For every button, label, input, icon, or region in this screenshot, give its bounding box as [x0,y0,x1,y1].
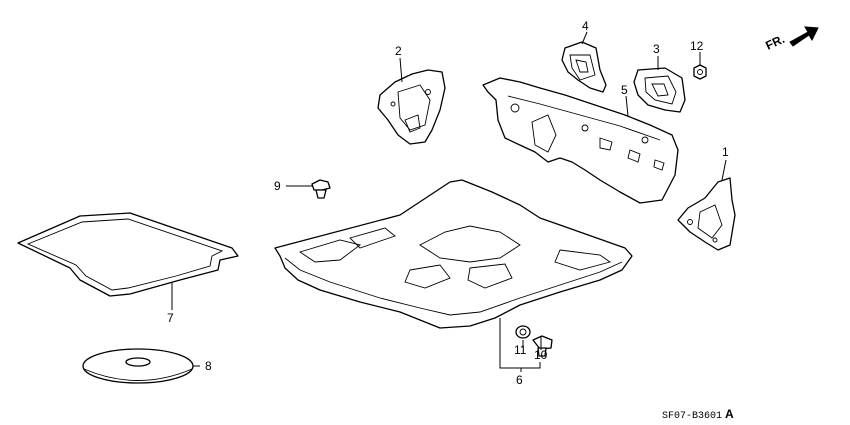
callout-6: 6 [516,373,523,387]
leader-lines [171,31,727,372]
floor-carpet [274,179,633,329]
clip-nut-12 [693,64,707,80]
callout-numbers: 1 2 3 4 5 6 7 8 9 10 11 12 [167,19,729,387]
callout-8: 8 [205,359,212,373]
dashboard-insulator [482,77,679,204]
fastener-10 [532,335,553,357]
diagram-revision: A [725,407,734,421]
callout-10: 10 [534,348,548,362]
callout-2: 2 [395,44,402,58]
insulator-piece-4 [561,41,607,93]
front-direction-arrow: FR. [763,26,819,53]
floor-mat-7 [17,212,239,297]
callout-4: 4 [582,19,589,33]
callout-3: 3 [653,42,660,56]
callout-12: 12 [690,39,704,53]
arrow-icon [789,26,819,47]
callout-1: 1 [722,145,729,159]
bracket-panel-2 [377,69,446,145]
callout-11: 11 [514,343,527,357]
side-bracket-1 [677,177,736,251]
callout-9: 9 [274,179,281,193]
direction-label: FR. [763,32,786,53]
clip-9 [311,179,331,199]
diagram-code-label: SF07-B3601 A [662,407,734,422]
insulator-piece-3 [633,67,686,113]
callout-7: 7 [167,311,174,325]
fastener-11 [515,325,531,339]
callout-5: 5 [621,83,628,97]
diagram-code: SF07-B3601 [662,411,722,422]
round-pad-8 [82,348,194,384]
